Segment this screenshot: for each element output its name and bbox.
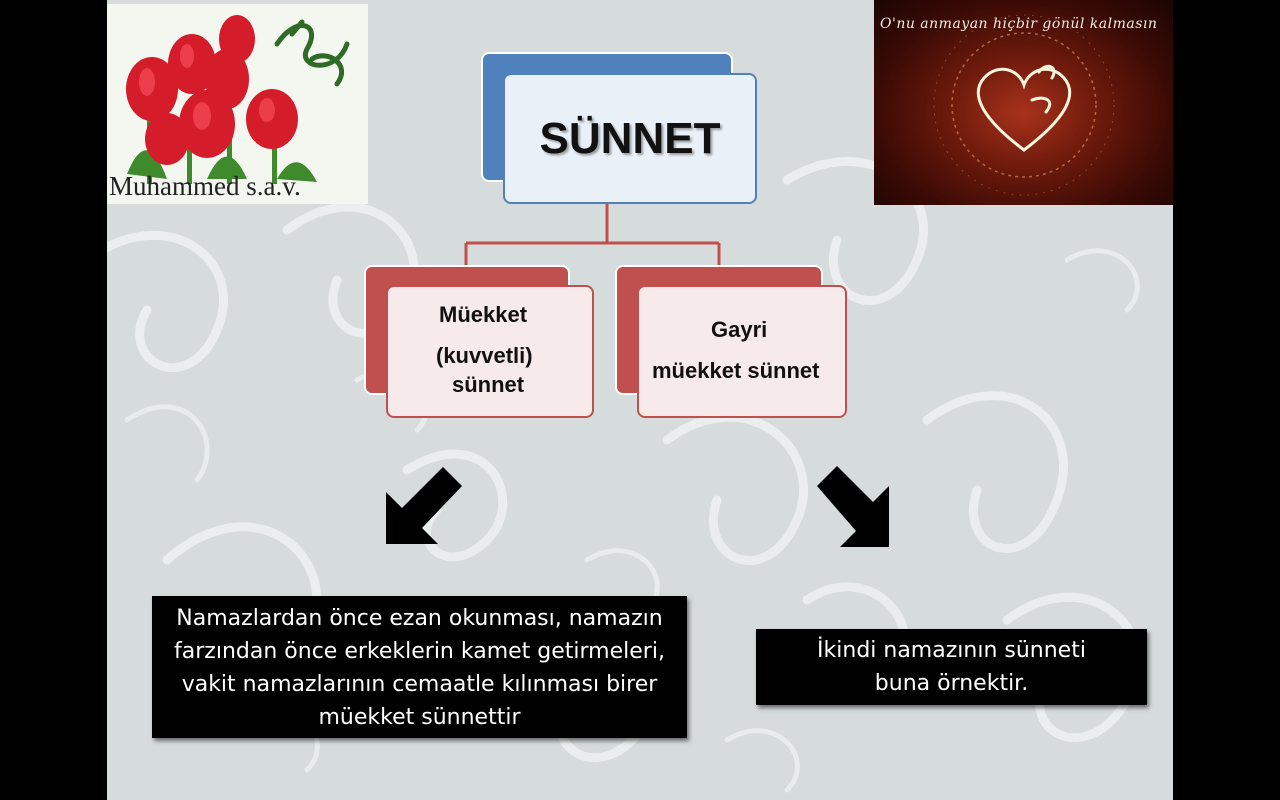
note-right-line-1: İkindi namazının sünneti <box>817 638 1086 663</box>
note-muekket-examples: Namazlardan önce ezan okunması, namazın … <box>152 596 687 738</box>
root-node: SÜNNET <box>503 73 757 204</box>
child-node-muekket <box>386 285 594 418</box>
note-left-line-3: vakit namazlarının cemaatle kılınması bi… <box>181 672 658 697</box>
child-right-line-1: Gayri <box>711 317 768 342</box>
child-left-line-1: Müekket <box>439 302 528 327</box>
heart-illustration <box>933 14 1115 196</box>
tulip-illustration <box>107 4 368 204</box>
root-label: SÜNNET <box>539 113 721 163</box>
note-left-line-2: farzından önce erkeklerin kamet getirmel… <box>174 639 665 664</box>
note-gayri-muekket-example: İkindi namazının sünneti buna örnektir. <box>756 629 1147 705</box>
heart-calligraphy-image: O'nu anmayan hiçbir gönül kalmasın <box>874 0 1173 205</box>
image-caption-right: O'nu anmayan hiçbir gönül kalmasın <box>880 16 1158 32</box>
child-node-gayri-muekket <box>637 285 847 418</box>
child-left-line-3: sünnet <box>452 372 525 397</box>
image-caption-left: Muhammed s.a.v. <box>109 171 301 201</box>
note-right-line-2: buna örnektir. <box>874 671 1029 696</box>
note-left-line-4: müekket sünnettir <box>318 705 521 730</box>
child-right-line-2: müekket sünnet <box>652 358 820 383</box>
tulip-calligraphy-image: Muhammed s.a.v. <box>107 4 368 204</box>
child-left-line-2: (kuvvetli) <box>436 343 533 368</box>
note-left-line-1: Namazlardan önce ezan okunması, namazın <box>176 606 663 631</box>
